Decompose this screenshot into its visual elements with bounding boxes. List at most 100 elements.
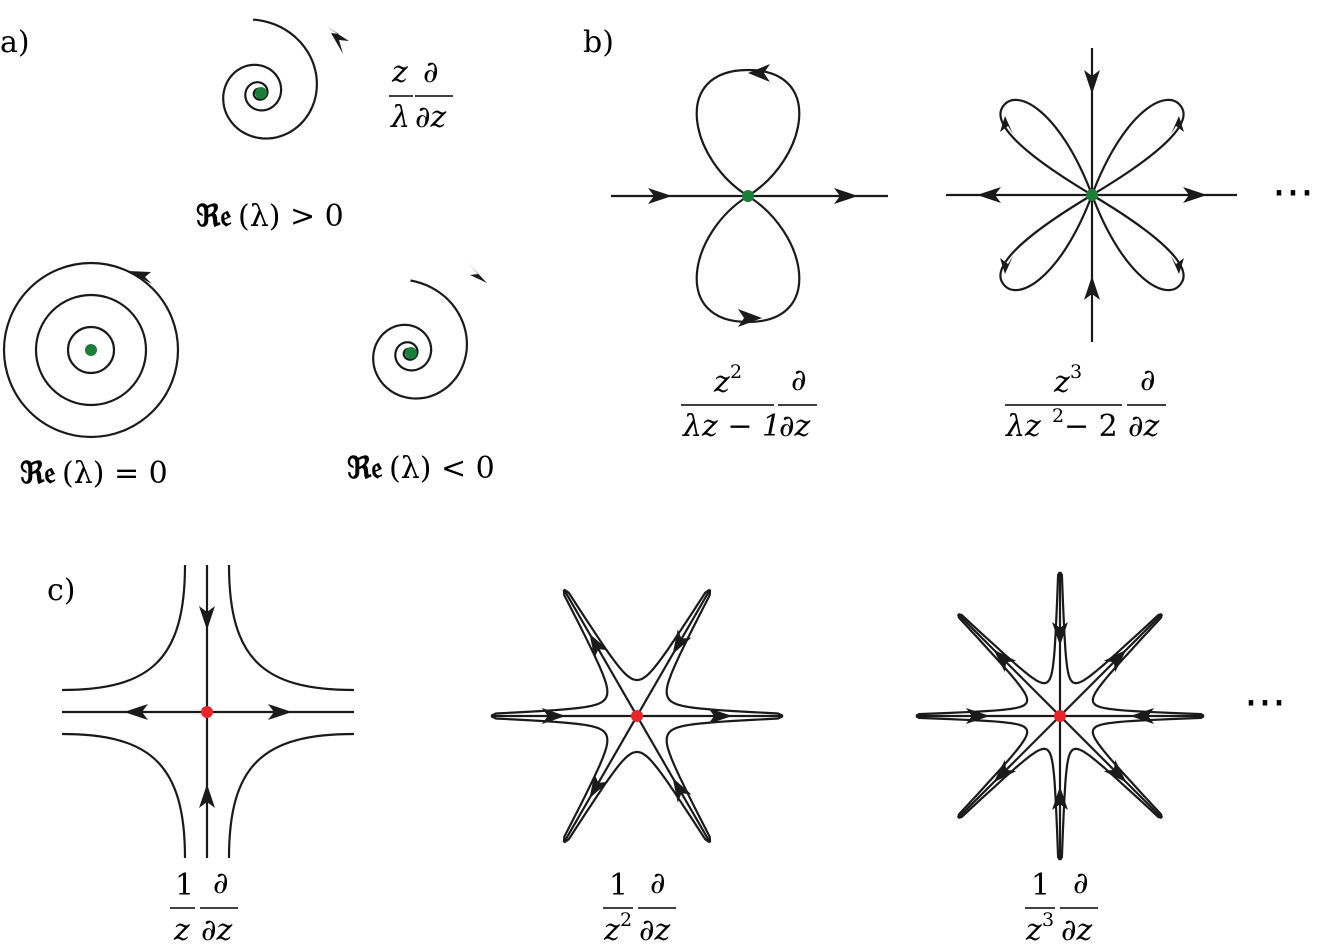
arrow-a2 [128, 271, 152, 284]
case-label-negative: ℜ𝔢 (λ) < 0 [347, 451, 495, 486]
fixed-point-b1 [742, 190, 754, 202]
svg-text:− 2: − 2 [1064, 409, 1118, 444]
arrow-b2-ll [1000, 256, 1013, 274]
saddle-2-arrow [541, 708, 566, 724]
saddle-3-arrow [993, 759, 1017, 783]
arrow-c1-right [268, 704, 292, 720]
saddle-2 [490, 588, 784, 844]
svg-text:1: 1 [609, 868, 628, 903]
field-c3-label: 1 z 3 ∂ ∂z [1025, 866, 1098, 948]
arrow-b1-right [834, 188, 858, 204]
saddle-3-arrow [1052, 621, 1068, 646]
svg-text:z: z [173, 913, 190, 948]
field-c2-label: 1 z 2 ∂ ∂z [603, 866, 676, 948]
arrow-b1-top [748, 64, 770, 82]
svg-text:∂z: ∂z [1128, 409, 1160, 444]
svg-text:3: 3 [1070, 361, 1082, 383]
field-b2-label: z 3 λz 2 − 2 ∂ ∂z [1005, 361, 1166, 444]
arrow-b2-left [977, 187, 1001, 203]
case-label-positive: ℜ𝔢 (λ) > 0 [196, 199, 344, 234]
svg-text:1: 1 [175, 868, 194, 903]
saddle-2-hyperbola [665, 715, 784, 843]
svg-text:∂: ∂ [1140, 363, 1156, 398]
saddle-3-hyperbola [1059, 571, 1163, 685]
saddle-2-hyperbola [563, 588, 711, 682]
saddle-2-fixed-point [631, 710, 643, 722]
panel-label-b: b) [583, 25, 614, 60]
svg-text:(λ) < 0: (λ) < 0 [389, 451, 495, 486]
arrow-b2-ul [1000, 116, 1013, 134]
svg-text:∂: ∂ [423, 55, 439, 90]
saddle-3-fixed-point [1054, 710, 1066, 722]
arrow-b1-bottom [738, 309, 762, 327]
arrow-c1-top [199, 606, 215, 630]
svg-text:∂: ∂ [1073, 866, 1089, 901]
fixed-point-a1 [255, 87, 267, 99]
svg-text:∂: ∂ [791, 363, 807, 398]
svg-text:z: z [1025, 913, 1042, 948]
fixed-point-b2 [1086, 189, 1098, 201]
saddle-2-arrow [672, 629, 692, 655]
svg-text:(λ) = 0: (λ) = 0 [62, 456, 168, 491]
svg-text:λz − 1: λz − 1 [682, 409, 781, 444]
svg-text:ℜ𝔢: ℜ𝔢 [20, 456, 56, 491]
svg-text:z: z [713, 365, 730, 400]
saddle-2-arrow [589, 633, 609, 659]
saddle-3-arrow [1103, 649, 1127, 673]
field-a-label: z λ ∂ ∂z [389, 55, 453, 135]
svg-text:z: z [391, 55, 408, 90]
spiral-inward [372, 262, 487, 400]
svg-text:∂z: ∂z [201, 913, 233, 948]
arrow-a3 [467, 262, 487, 283]
quadrupole-flow [946, 48, 1237, 342]
saddle-2-arrow [708, 708, 733, 724]
saddle-3-hyperbola [1059, 747, 1163, 861]
saddle-3 [915, 571, 1205, 861]
arrow-a1 [327, 27, 349, 54]
saddle-3-hyperbola [1091, 613, 1205, 717]
field-c1-label: 1 z ∂ ∂z [170, 866, 238, 948]
saddle-3-arrow [965, 708, 990, 724]
saddle-3-hyperbola [915, 613, 1029, 717]
svg-text:z: z [603, 913, 620, 948]
saddle-2-hyperbola [490, 589, 609, 717]
saddle-3-arrow [1103, 759, 1127, 783]
arrow-b2-lr [1171, 256, 1184, 274]
svg-text:∂: ∂ [213, 866, 229, 901]
svg-text:2: 2 [620, 909, 632, 931]
saddle-3-hyperbola [957, 571, 1061, 685]
ellipsis-c: ··· [1244, 678, 1286, 729]
saddle-2-arrow [589, 773, 609, 799]
saddle-3-arrow [993, 649, 1017, 673]
concentric-orbits [2, 261, 180, 439]
fixed-point-a2 [85, 344, 97, 356]
fixed-point-c1 [201, 706, 213, 718]
svg-text:1: 1 [1031, 868, 1050, 903]
svg-text:λ: λ [390, 100, 410, 135]
saddle-3-hyperbola [1091, 715, 1205, 819]
arrow-b2-top [1084, 70, 1100, 94]
dipole-flow [611, 64, 888, 327]
saddle-2-hyperbola [490, 715, 609, 843]
arrow-b2-right [1183, 187, 1207, 203]
svg-text:∂z: ∂z [779, 409, 811, 444]
arrow-b2-bottom [1084, 276, 1100, 300]
saddle-3-hyperbola [957, 747, 1061, 861]
svg-text:∂z: ∂z [639, 913, 671, 948]
arrow-b2-ur [1171, 116, 1184, 134]
field-b1-label: z 2 λz − 1 ∂ ∂z [681, 361, 817, 444]
saddle-2-arrow [672, 777, 692, 803]
arrow-c1-bottom [199, 784, 215, 808]
ellipsis-b: ··· [1272, 168, 1314, 219]
svg-text:2: 2 [730, 361, 742, 383]
svg-text:2: 2 [1052, 405, 1064, 427]
svg-text:3: 3 [1042, 909, 1054, 931]
svg-text:ℜ𝔢: ℜ𝔢 [347, 451, 383, 486]
svg-text:∂: ∂ [650, 866, 666, 901]
svg-text:∂z: ∂z [1061, 913, 1093, 948]
svg-text:∂z: ∂z [415, 100, 447, 135]
case-label-zero: ℜ𝔢 (λ) = 0 [20, 456, 168, 491]
saddle-1 [61, 564, 355, 859]
arrow-c1-left [124, 704, 148, 720]
